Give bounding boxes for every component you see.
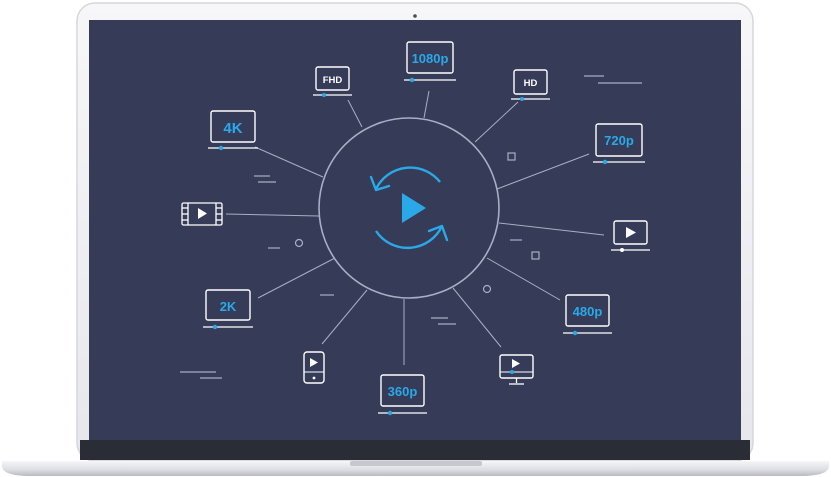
label-fhd: FHD	[323, 75, 343, 86]
monitor-icon	[406, 41, 454, 74]
label-2k: 2K	[220, 299, 237, 314]
label-720p: 720p	[604, 133, 634, 148]
device-2k: 2K	[203, 289, 253, 330]
label-360p: 360p	[388, 384, 418, 399]
device-screen	[611, 220, 650, 252]
laptop-notch	[350, 461, 482, 466]
webcam-dot	[413, 14, 417, 18]
connector-720p	[496, 153, 590, 190]
decorative-marks	[180, 75, 642, 379]
play-convert-icon	[369, 166, 449, 250]
monitor-icon	[565, 294, 610, 327]
connector-1080p	[423, 90, 430, 119]
hub-ring	[318, 117, 500, 299]
connector-fhd	[347, 99, 363, 128]
device-1080p: 1080p	[404, 41, 456, 83]
film-strip-play-icon	[181, 202, 223, 226]
monitor-icon	[513, 69, 548, 95]
device-phone	[303, 351, 325, 384]
connector-4k	[254, 146, 324, 178]
monitor-icon	[595, 123, 643, 157]
monitor-icon	[210, 110, 256, 143]
device-film-strip	[181, 202, 223, 226]
connector-phone	[321, 289, 368, 345]
desktop-play-icon	[499, 354, 534, 385]
label-hd: HD	[524, 78, 538, 89]
label-480p: 480p	[573, 304, 603, 319]
label-4k: 4K	[223, 120, 242, 137]
device-720p: 720p	[593, 123, 645, 165]
monitor-icon	[205, 289, 251, 321]
monitor-icon	[380, 374, 425, 407]
connector-hd	[474, 101, 519, 143]
screen-play-icon	[611, 220, 650, 252]
device-desktop	[499, 354, 534, 385]
connector-screen	[498, 222, 605, 236]
connector-lines	[225, 90, 605, 365]
laptop-base	[2, 461, 829, 476]
phone-play-icon	[303, 351, 325, 384]
connector-480p	[486, 257, 561, 301]
device-480p: 480p	[563, 294, 612, 336]
device-360p: 360p	[378, 374, 427, 416]
laptop-hinge	[80, 440, 750, 460]
monitor-icon	[315, 66, 350, 91]
connector-desktop	[452, 287, 502, 348]
device-fhd: FHD	[313, 66, 352, 97]
laptop-screen	[89, 20, 741, 440]
connector-film	[225, 213, 320, 217]
device-hd: HD	[511, 69, 550, 101]
device-4k: 4K	[208, 110, 258, 151]
center-convert-hub	[318, 117, 500, 299]
label-1080p: 1080p	[412, 51, 449, 66]
connector-2k	[257, 257, 336, 299]
